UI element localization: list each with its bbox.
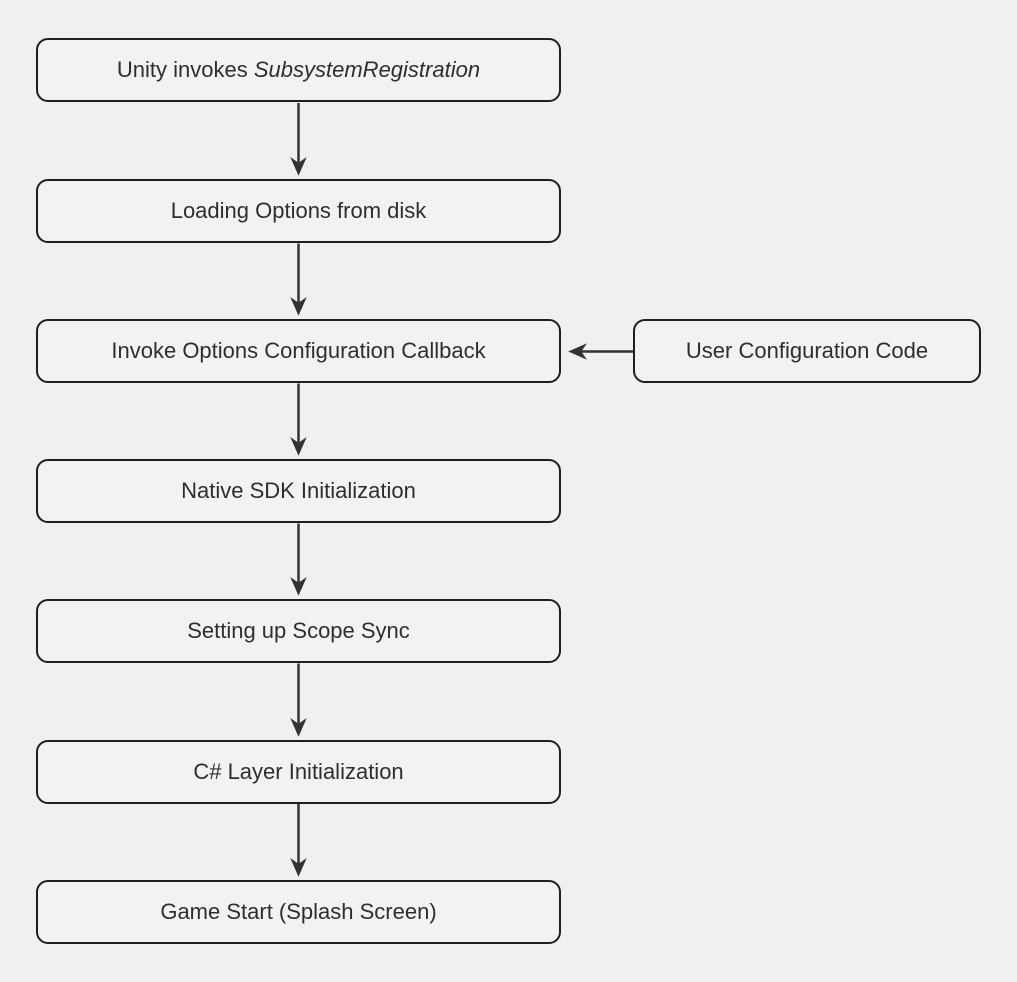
node-user-config: User Configuration Code bbox=[633, 319, 981, 383]
node-unity-invokes: Unity invokes SubsystemRegistration bbox=[36, 38, 561, 102]
node-label: Setting up Scope Sync bbox=[187, 617, 410, 643]
node-loading-options: Loading Options from disk bbox=[36, 179, 561, 243]
node-label: Invoke Options Configuration Callback bbox=[111, 337, 486, 363]
node-scope-sync: Setting up Scope Sync bbox=[36, 599, 561, 663]
node-label: Loading Options from disk bbox=[170, 197, 427, 223]
node-native-sdk: Native SDK Initialization bbox=[36, 459, 561, 523]
node-label: Unity invokes SubsystemRegistration bbox=[116, 56, 481, 82]
node-label: C# Layer Initialization bbox=[193, 758, 404, 784]
node-csharp-layer: C# Layer Initialization bbox=[36, 740, 561, 804]
node-label: Game Start (Splash Screen) bbox=[160, 898, 437, 924]
node-game-start: Game Start (Splash Screen) bbox=[36, 880, 561, 944]
node-invoke-callback: Invoke Options Configuration Callback bbox=[36, 319, 561, 383]
node-label-italic: SubsystemRegistration bbox=[253, 56, 481, 82]
node-label: User Configuration Code bbox=[685, 337, 929, 363]
node-label: Native SDK Initialization bbox=[181, 477, 416, 503]
